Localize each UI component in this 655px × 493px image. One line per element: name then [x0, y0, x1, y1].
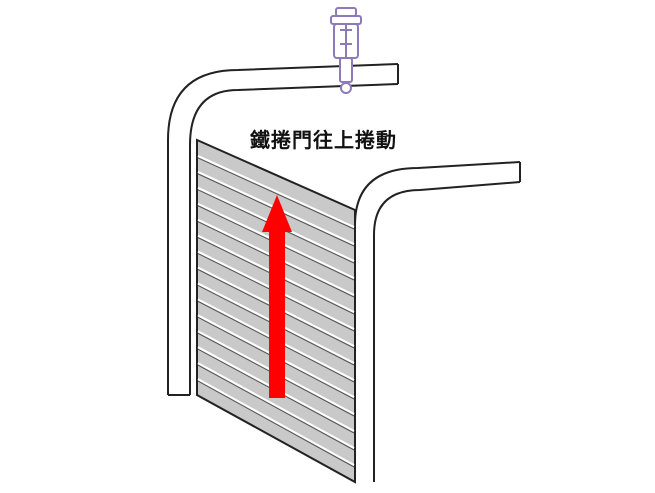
door-slat-shadow: [197, 364, 355, 451]
door-slat: [197, 155, 355, 228]
door-slat-shadow: [197, 380, 355, 468]
caption-text: 鐵捲門往上捲動: [250, 128, 397, 152]
left-door-track: [167, 63, 399, 396]
arrow-up-icon: [262, 195, 292, 398]
door-slat: [197, 362, 355, 449]
door-slat-shadow: [197, 157, 355, 230]
right-door-track: [354, 161, 521, 482]
door-slat: [197, 378, 355, 466]
latch-icon: [330, 7, 362, 94]
